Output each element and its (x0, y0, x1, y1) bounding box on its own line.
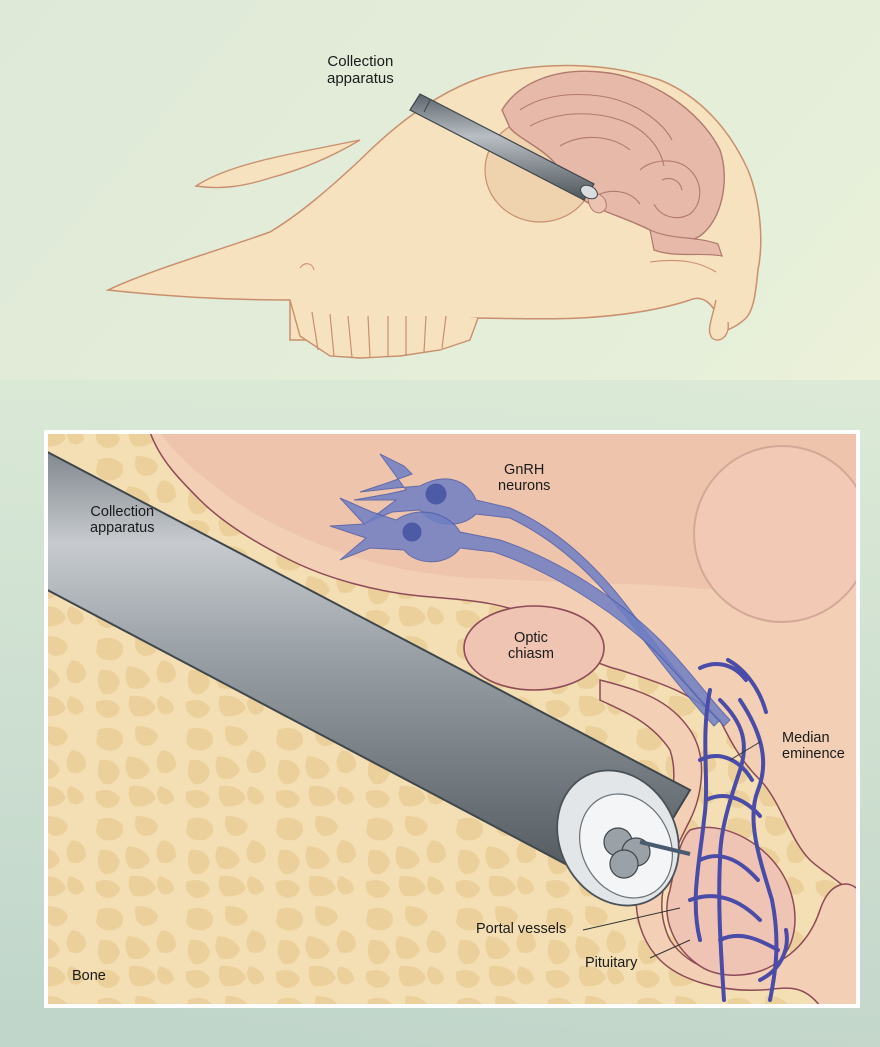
pituitary-label: Pituitary (585, 955, 637, 971)
top-collection-apparatus-line2: apparatus (327, 71, 394, 88)
gnrh-line2: neurons (498, 478, 550, 494)
median-eminence-label: Median eminence (782, 730, 845, 762)
bottom-collection-apparatus-label: Collection apparatus (90, 504, 155, 536)
optic-chiasm-label: Optic chiasm (508, 630, 554, 662)
optic-line1: Optic (508, 630, 554, 646)
top-collection-apparatus-line1: Collection (327, 54, 394, 71)
bottom-panel (0, 406, 870, 1006)
median-line2: eminence (782, 746, 845, 762)
gnrh-neurons-label: GnRH neurons (498, 462, 550, 494)
median-line1: Median (782, 730, 845, 746)
gnrh-line1: GnRH (498, 462, 550, 478)
bottom-collection-apparatus-line1: Collection (90, 504, 155, 520)
bottom-collection-apparatus-line2: apparatus (90, 520, 155, 536)
top-collection-apparatus-label: Collection apparatus (327, 54, 394, 88)
portal-vessels-label: Portal vessels (476, 921, 566, 937)
optic-line2: chiasm (508, 646, 554, 662)
bone-label: Bone (72, 968, 106, 984)
